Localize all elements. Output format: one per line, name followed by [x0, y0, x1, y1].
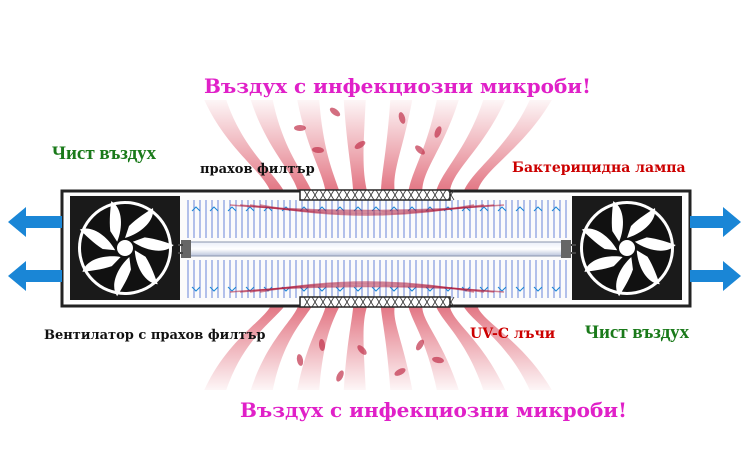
- dust-filter-label: прахов филтър: [200, 162, 315, 177]
- arrow-icon: [8, 261, 62, 291]
- infected-air-plume-bottom: [204, 306, 552, 390]
- top-title: Въздух с инфекциозни микроби!: [204, 74, 591, 98]
- bottom-title: Въздух с инфекциозни микроби!: [240, 398, 627, 422]
- bactericidal-lamp-label: Бактерицидна лампа: [512, 160, 686, 176]
- fan-icon: [70, 196, 180, 300]
- fan-with-filter-label: Вентилатор с прахов филтър: [44, 328, 266, 343]
- uvc-rays-label: UV-C лъчи: [470, 326, 556, 342]
- fan-icon: [572, 196, 682, 300]
- uv-c-rays: [187, 200, 567, 298]
- uv-lamp-icon: [178, 240, 576, 258]
- clean-air-label-left: Чист въздух: [52, 143, 157, 164]
- arrow-icon: [8, 207, 62, 237]
- infected-air-plume-top: [204, 100, 552, 192]
- dust-filter: [299, 189, 455, 308]
- arrow-icon: [690, 261, 741, 291]
- arrow-icon: [690, 207, 741, 237]
- clean-air-label-right: Чист въздух: [585, 322, 690, 343]
